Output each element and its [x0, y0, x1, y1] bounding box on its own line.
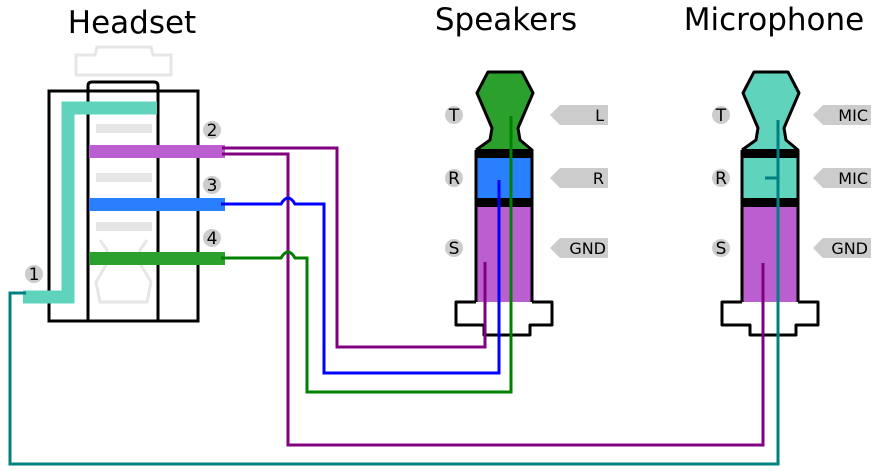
speakers-plug	[454, 70, 554, 337]
tag-l: L	[595, 106, 604, 125]
signal-tags	[550, 105, 871, 258]
wire-speakers-gnd	[222, 146, 487, 349]
tag-mic-ring: MIC	[838, 169, 868, 188]
ghost-plug-cap	[74, 45, 173, 77]
socket-inner	[86, 80, 160, 323]
pin-4: 4	[207, 229, 218, 249]
wire-mic-gnd	[222, 152, 765, 447]
wire-right	[221, 180, 501, 375]
headset-socket	[23, 45, 225, 323]
ring-fill	[476, 158, 532, 198]
pin-2: 2	[207, 121, 218, 141]
pin-3: 3	[207, 176, 218, 196]
teal-contact	[23, 101, 157, 304]
green-contact	[89, 252, 225, 265]
wires	[8, 116, 780, 466]
microphone-title: Microphone	[684, 2, 864, 38]
mic-contact-s: S	[716, 239, 727, 259]
tag-speakers-gnd: GND	[569, 239, 606, 258]
speakers-contact-s: S	[449, 239, 460, 259]
contact-labels	[445, 106, 730, 257]
mic-contact-r: R	[715, 169, 727, 189]
sleeve-fill	[742, 207, 798, 302]
headset-title: Headset	[68, 5, 196, 41]
ghost-plug-rings	[96, 124, 152, 231]
plug-base	[454, 300, 554, 337]
wire-mic	[8, 120, 780, 466]
tag-mic-tip: MIC	[838, 106, 868, 125]
speakers-contact-r: R	[448, 169, 460, 189]
microphone-plug	[720, 70, 820, 337]
speakers-title: Speakers	[435, 2, 577, 38]
tag-r: R	[593, 169, 604, 188]
wire-left	[221, 116, 513, 394]
pin-labels: 1 2 3 4	[25, 121, 221, 285]
tag-mic-gnd: GND	[831, 239, 868, 258]
mic-contact-t: T	[715, 106, 727, 126]
plug-base	[720, 300, 820, 337]
pin-1: 1	[29, 265, 40, 285]
speakers-contact-t: T	[448, 106, 460, 126]
ghost-plug-tip	[94, 239, 153, 304]
blue-contact	[89, 198, 225, 211]
purple-contact	[89, 145, 225, 158]
